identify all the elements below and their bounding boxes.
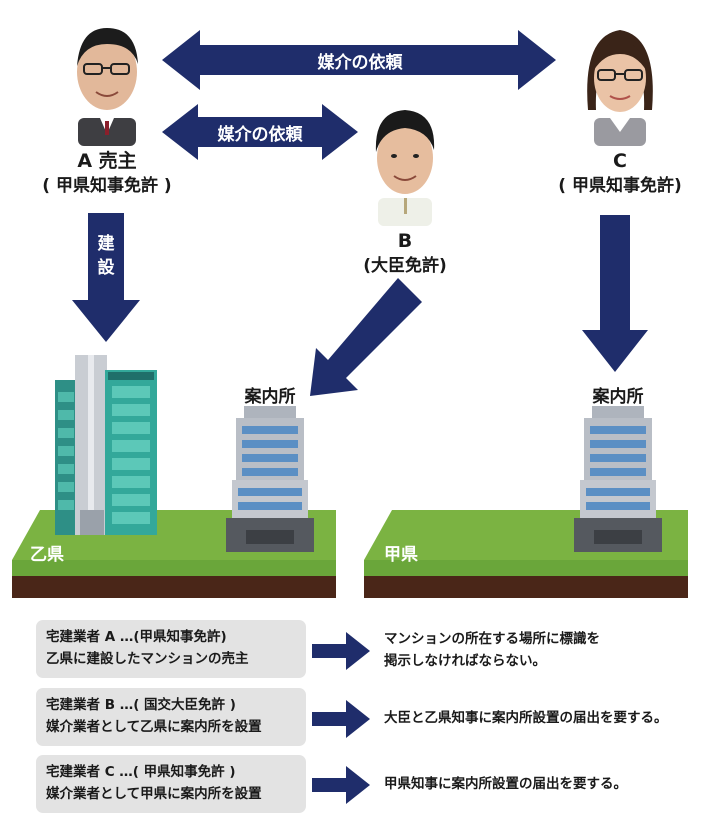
note-a-line2: 乙県に建設したマンションの売主 xyxy=(46,651,249,667)
note-box-b: 宅建業者 B …( 国交大臣免許 ) 媒介業者として乙県に案内所を設置 xyxy=(36,688,306,746)
person-b-name: B xyxy=(397,230,413,252)
note-c-result-line1: 甲県知事に案内所設置の届出を要する。 xyxy=(384,776,627,792)
arrow-build-label: 建設 xyxy=(95,232,117,280)
note-c-line1: 宅建業者 C …( 甲県知事免許 ) xyxy=(46,764,236,780)
note-arrow-1 xyxy=(312,632,370,670)
arrow-a-b-label: 媒介の依頼 xyxy=(217,125,303,145)
person-c-license: ( 甲県知事免許) xyxy=(558,176,682,196)
note-b-result: 大臣と乙県知事に案内所設置の届出を要する。 xyxy=(384,707,668,729)
note-box-c: 宅建業者 C …( 甲県知事免許 ) 媒介業者として甲県に案内所を設置 xyxy=(36,755,306,813)
note-b-result-line1: 大臣と乙県知事に案内所設置の届出を要する。 xyxy=(384,710,668,726)
note-c-result: 甲県知事に案内所設置の届出を要する。 xyxy=(384,773,627,795)
build-label-char: 設 xyxy=(97,258,115,278)
person-a-photo xyxy=(77,28,138,146)
ko-office-label: 案内所 xyxy=(592,387,644,407)
arrow-a-c-label: 媒介の依頼 xyxy=(317,53,403,73)
note-a-result-line1: マンションの所在する場所に標識を xyxy=(384,631,600,647)
arrow-a-b xyxy=(162,104,358,160)
note-a-result: マンションの所在する場所に標識を 掲示しなければならない。 xyxy=(384,628,600,672)
note-box-a: 宅建業者 A …(甲県知事免許) 乙県に建設したマンションの売主 xyxy=(36,620,306,678)
mansion-building xyxy=(55,355,157,535)
person-b-photo xyxy=(375,110,435,226)
person-a-name: A 売主 xyxy=(77,150,137,172)
otsu-pref-label: 乙県 xyxy=(30,545,64,565)
person-a-license: ( 甲県知事免許 ) xyxy=(42,176,172,196)
note-a-result-line2: 掲示しなければならない。 xyxy=(384,653,546,669)
person-c-name: C xyxy=(613,150,627,172)
person-b-license: (大臣免許) xyxy=(363,256,447,276)
arrow-c-office xyxy=(582,215,648,372)
otsu-office-label: 案内所 xyxy=(244,387,296,407)
note-a-line1: 宅建業者 A …(甲県知事免許) xyxy=(46,629,227,645)
arrow-b-office xyxy=(310,278,422,396)
person-c-photo xyxy=(587,30,653,146)
ko-pref-label: 甲県 xyxy=(384,545,418,565)
ko-office-building xyxy=(574,406,662,552)
arrow-a-c xyxy=(162,30,556,90)
note-c-line2: 媒介業者として甲県に案内所を設置 xyxy=(46,786,262,802)
note-arrow-2 xyxy=(312,700,370,738)
note-arrow-3 xyxy=(312,766,370,804)
note-b-line2: 媒介業者として乙県に案内所を設置 xyxy=(46,719,262,735)
otsu-office-building xyxy=(226,406,314,552)
build-label-text: 建設 xyxy=(95,232,117,280)
arrow-build xyxy=(72,213,140,342)
note-b-line1: 宅建業者 B …( 国交大臣免許 ) xyxy=(46,697,236,713)
build-label-char: 建 xyxy=(97,234,115,254)
